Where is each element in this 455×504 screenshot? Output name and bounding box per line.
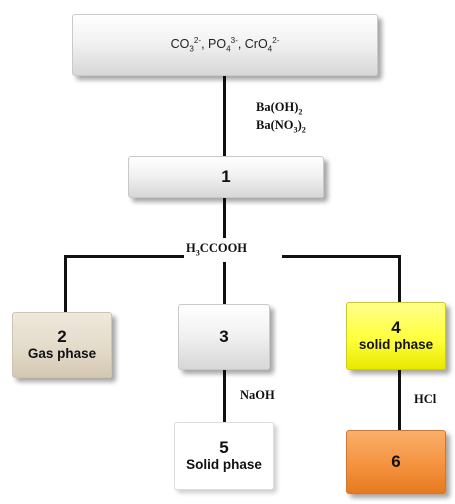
box-1: 1 — [128, 156, 324, 198]
acid-prefix: H — [186, 241, 196, 255]
ion-phosphate-subscript: 4 — [226, 44, 231, 54]
box-5-label: Solid phase — [186, 456, 262, 472]
reagent-ba-no3-subscript-2: 2 — [301, 125, 306, 135]
box-2-label: Gas phase — [27, 345, 97, 361]
ion-carbonate: CO — [170, 37, 190, 52]
ion-chromate-subscript: 4 — [267, 44, 273, 54]
box-6-number: 6 — [391, 451, 401, 471]
box-5-number: 5 — [219, 438, 229, 458]
box-4-number: 4 — [391, 318, 401, 338]
reagent-ba-no3-subscript: 3 — [293, 125, 298, 135]
ion-chromate-charge: 2- — [272, 36, 280, 46]
reagent-naoh: NaOH — [240, 388, 275, 402]
box-3-number: 3 — [219, 326, 229, 346]
acid-subscript: 3 — [195, 248, 200, 258]
connector-3-to-5 — [223, 370, 226, 422]
reagent-ba-oh2-main: Ba(OH) — [256, 100, 299, 114]
connector-to-3 — [223, 262, 226, 304]
acid-suffix: CCOOH — [199, 241, 248, 255]
connector-4-to-6 — [398, 370, 401, 430]
box-1-label: 1 — [221, 166, 231, 186]
connector-to-4 — [398, 255, 401, 302]
top-box-text: CO32-, PO43-, CrO42- — [171, 36, 280, 54]
connector-to-2 — [64, 255, 67, 312]
ion-chromate: , CrO — [237, 37, 268, 52]
box-6: 6 — [346, 430, 446, 494]
connector-horizontal-left — [64, 255, 184, 258]
reagent-ba-no3-2: Ba(NO3)2 — [256, 118, 306, 135]
reagent-ba-oh2: Ba(OH)2 — [256, 100, 302, 117]
ion-carbonate-subscript: 3 — [189, 44, 194, 54]
connector-horizontal-right — [282, 255, 400, 258]
ion-phosphate-charge: 3- — [230, 36, 238, 46]
box-3: 3 — [178, 304, 270, 370]
reagent-acetic-acid: H3CCOOH — [186, 241, 247, 258]
connector-top-to-1 — [223, 76, 226, 156]
box-4-label: solid phase — [358, 336, 434, 352]
ion-phosphate: , PO — [201, 37, 227, 52]
box-2-gas-phase: 2 Gas phase — [12, 312, 112, 378]
reagent-hcl: HCl — [414, 392, 437, 406]
connector-1-to-acid — [223, 198, 226, 238]
box-2-number: 2 — [57, 327, 67, 347]
reagent-ba-no3-paren: ) — [297, 118, 302, 132]
reagent-ba-no3-main: Ba(NO — [256, 118, 294, 132]
box-5-solid-phase: 5 Solid phase — [174, 422, 274, 490]
reagent-ba-oh2-subscript: 2 — [298, 107, 303, 117]
ion-carbonate-charge: 2- — [193, 36, 202, 46]
box-4-solid-phase: 4 solid phase — [346, 302, 446, 370]
top-box-anions: CO32-, PO43-, CrO42- — [72, 14, 378, 76]
